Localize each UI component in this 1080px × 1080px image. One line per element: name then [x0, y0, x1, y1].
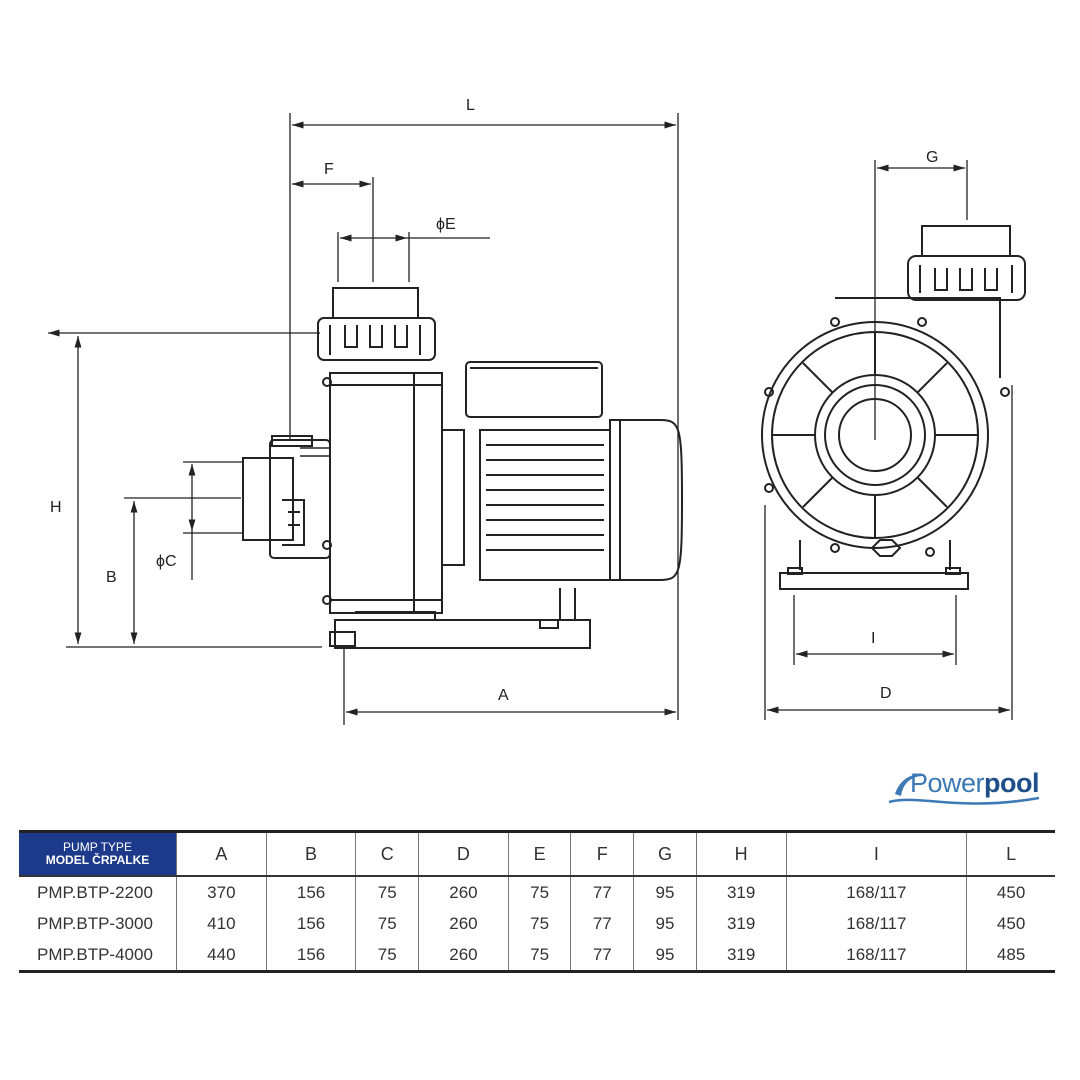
value-cell: 156 [265, 876, 356, 908]
model-cell: PMP.BTP-4000 [37, 945, 153, 964]
value-cell: 95 [633, 939, 697, 972]
brand-part1: Power [910, 768, 985, 798]
value-cell: 77 [570, 876, 634, 908]
col-header: L [966, 831, 1055, 877]
dim-label-B: B [106, 569, 117, 586]
col-header: E [507, 831, 571, 877]
table-row: PMP.BTP-2200 370 156 75 260 75 77 95 319… [19, 876, 1055, 908]
powerpool-logo [888, 774, 1040, 805]
value-cell: 95 [633, 908, 697, 939]
dim-label-H: H [50, 499, 62, 516]
value-cell: 450 [966, 908, 1055, 939]
dim-label-L: L [466, 97, 475, 114]
value-cell: 319 [695, 939, 786, 972]
value-cell: 156 [265, 939, 356, 972]
header-line1: PUMP TYPE [63, 840, 132, 854]
col-header: D [418, 831, 509, 877]
value-cell: 260 [418, 876, 509, 908]
value-cell: 168/117 [785, 908, 967, 939]
dim-label-F: F [324, 161, 334, 178]
pump-side-view [242, 287, 684, 649]
col-header: G [633, 831, 697, 877]
value-cell: 319 [695, 876, 786, 908]
model-cell: PMP.BTP-2200 [37, 883, 153, 902]
pump-front-view [761, 225, 1026, 590]
col-header: B [265, 831, 356, 877]
value-cell: 75 [355, 908, 419, 939]
side-dimensions [48, 113, 679, 725]
value-cell: 260 [418, 939, 509, 972]
value-cell: 485 [966, 939, 1055, 972]
dim-label-E: ϕE [436, 216, 456, 233]
col-header: H [695, 831, 786, 877]
value-cell: 75 [355, 876, 419, 908]
dim-label-I: I [871, 630, 875, 647]
brand-name: Powerpool [910, 768, 1040, 799]
value-cell: 168/117 [785, 876, 967, 908]
col-header: F [570, 831, 634, 877]
front-dimensions [764, 160, 1013, 720]
value-cell: 75 [355, 939, 419, 972]
value-cell: 75 [507, 939, 571, 972]
table-row: PMP.BTP-4000 440 156 75 260 75 77 95 319… [19, 939, 1055, 972]
table-header-row: PUMP TYPE MODEL ČRPALKE A B C D E F G H … [19, 831, 1055, 877]
value-cell: 75 [507, 876, 571, 908]
value-cell: 370 [176, 876, 267, 908]
dim-label-G: G [926, 149, 938, 166]
value-cell: 319 [695, 908, 786, 939]
value-cell: 168/117 [785, 939, 967, 972]
dim-label-C: ϕC [156, 553, 177, 570]
value-cell: 440 [176, 939, 267, 972]
header-line2: MODEL ČRPALKE [45, 853, 150, 867]
pump-type-header: PUMP TYPE MODEL ČRPALKE [19, 831, 177, 877]
brand-part2: pool [984, 768, 1040, 798]
dim-label-A: A [498, 687, 509, 704]
value-cell: 77 [570, 939, 634, 972]
value-cell: 77 [570, 908, 634, 939]
value-cell: 450 [966, 876, 1055, 908]
value-cell: 75 [507, 908, 571, 939]
technical-drawing: L F ϕE H B ϕC A [48, 97, 1026, 725]
value-cell: 95 [633, 876, 697, 908]
table-row: PMP.BTP-3000 410 156 75 260 75 77 95 319… [19, 908, 1055, 939]
col-header: I [785, 831, 967, 877]
value-cell: 260 [418, 908, 509, 939]
col-header: C [355, 831, 419, 877]
value-cell: 410 [176, 908, 267, 939]
model-cell: PMP.BTP-3000 [37, 914, 153, 933]
dimensions-table: PUMP TYPE MODEL ČRPALKE A B C D E F G H … [19, 830, 1055, 973]
value-cell: 156 [265, 908, 356, 939]
col-header: A [176, 831, 267, 877]
dim-label-D: D [880, 685, 892, 702]
